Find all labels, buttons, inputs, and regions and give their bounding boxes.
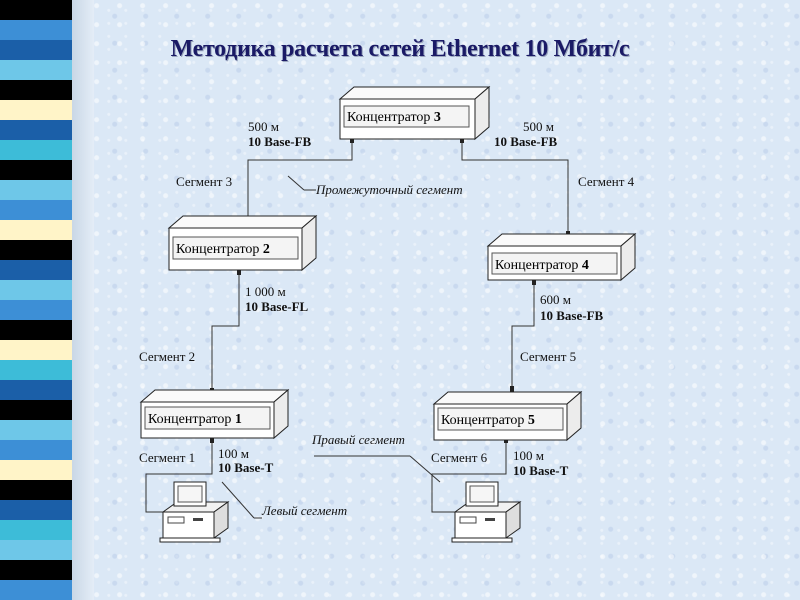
link-length-label: 100 м xyxy=(513,448,544,463)
stripe-block xyxy=(0,260,72,280)
hub-4-label: Концентратор xyxy=(495,258,578,273)
stripe-block xyxy=(0,100,72,120)
stripe-block xyxy=(0,300,72,320)
stripe-block xyxy=(0,560,72,580)
hub-5: Концентратор 5 xyxy=(432,390,583,442)
svg-text:Концентратор 5: Концентратор 5 xyxy=(441,413,535,428)
link-hub4-hub5 xyxy=(511,282,535,392)
link-type-label: 10 Base-FB xyxy=(248,134,312,149)
stripe-block xyxy=(0,360,72,380)
stripe-block xyxy=(0,460,72,480)
hub-1-number: 1 xyxy=(235,412,242,427)
stripe-block xyxy=(0,240,72,260)
link-hub5-pc2 xyxy=(431,440,507,513)
slide-title: Методика расчета сетей Ethernet 10 Мбит/… xyxy=(170,36,630,62)
svg-text:Концентратор 4: Концентратор 4 xyxy=(495,258,589,273)
link-hub3-hub2 xyxy=(247,140,353,228)
hub-3-label: Концентратор xyxy=(347,110,430,125)
stripe-block xyxy=(0,420,72,440)
annotation-right-segment: Правый сегмент xyxy=(311,432,405,447)
leader-intermediate xyxy=(287,175,305,191)
stripe-block xyxy=(0,440,72,460)
hub-4: Концентратор 4 xyxy=(486,232,637,282)
stripe-block xyxy=(0,120,72,140)
port-marker xyxy=(510,386,514,392)
stripe-block xyxy=(0,180,72,200)
stripe-block xyxy=(0,20,72,40)
segment-label-1: Сегмент 1 xyxy=(139,450,195,465)
stripe-block xyxy=(0,400,72,420)
svg-text:Концентратор 3: Концентратор 3 xyxy=(347,110,441,125)
link-length-label: 500 м xyxy=(523,119,554,134)
decorative-stripe-bar xyxy=(0,0,72,600)
link-type-label: 10 Base-FL xyxy=(245,299,309,314)
link-hub3-hub4 xyxy=(461,140,569,236)
link-type-label: 10 Base-T xyxy=(513,463,569,478)
stripe-block xyxy=(0,80,72,100)
computer-icon xyxy=(159,481,230,543)
stripe-block xyxy=(0,320,72,340)
hub-3-number: 3 xyxy=(434,110,441,125)
stripe-block xyxy=(0,200,72,220)
stripe-block xyxy=(0,340,72,360)
link-length-label: 100 м xyxy=(218,446,249,461)
hub-4-number: 4 xyxy=(582,258,589,273)
stripe-block xyxy=(0,60,72,80)
hub-5-label: Концентратор xyxy=(441,413,524,428)
port-marker xyxy=(237,270,241,275)
hub-1-label: Концентратор xyxy=(148,412,231,427)
link-hub1-pc1 xyxy=(145,440,213,513)
link-length-label: 600 м xyxy=(540,292,571,307)
stripe-block xyxy=(0,540,72,560)
link-type-label: 10 Base-FB xyxy=(494,134,558,149)
stripe-block xyxy=(0,140,72,160)
link-type-label: 10 Base-T xyxy=(218,460,274,475)
hub-2-label: Концентратор xyxy=(176,242,259,257)
stripe-block xyxy=(0,580,72,600)
annotation-left-segment: Левый сегмент xyxy=(261,503,347,518)
segment-label-4: Сегмент 4 xyxy=(578,174,635,189)
stripe-block xyxy=(0,480,72,500)
segment-label-5: Сегмент 5 xyxy=(520,349,576,364)
port-marker xyxy=(532,280,536,285)
hub-5-number: 5 xyxy=(528,413,535,428)
stripe-block xyxy=(0,520,72,540)
hub-2-number: 2 xyxy=(263,242,270,257)
leader-right-diag xyxy=(409,455,441,483)
leader-left xyxy=(221,481,255,519)
stripe-bar-shadow xyxy=(72,0,94,600)
segment-label-2: Сегмент 2 xyxy=(139,349,195,364)
segment-label-6: Сегмент 6 xyxy=(431,450,488,465)
stripe-block xyxy=(0,160,72,180)
link-hub2-hub1 xyxy=(211,272,240,394)
port-marker xyxy=(460,138,464,143)
link-length-label: 1 000 м xyxy=(245,284,286,299)
annotation-intermediate-segment: Промежуточный сегмент xyxy=(315,182,463,197)
hub-2: Концентратор 2 xyxy=(167,214,318,272)
stripe-block xyxy=(0,380,72,400)
svg-text:Концентратор 1: Концентратор 1 xyxy=(148,412,242,427)
segment-label-3: Сегмент 3 xyxy=(176,174,232,189)
stripe-block xyxy=(0,40,72,60)
stripe-block xyxy=(0,280,72,300)
stripe-block xyxy=(0,500,72,520)
hub-1: Концентратор 1 xyxy=(139,388,290,440)
link-type-label: 10 Base-FB xyxy=(540,308,604,323)
computer-icon xyxy=(451,481,522,543)
port-marker xyxy=(350,138,354,143)
stripe-block xyxy=(0,0,72,20)
svg-text:Концентратор 2: Концентратор 2 xyxy=(176,242,270,257)
stripe-block xyxy=(0,220,72,240)
port-marker xyxy=(210,438,214,443)
hub-3: Концентратор 3 xyxy=(338,85,491,141)
connection-lines xyxy=(145,140,569,519)
link-length-label: 500 м xyxy=(248,119,279,134)
